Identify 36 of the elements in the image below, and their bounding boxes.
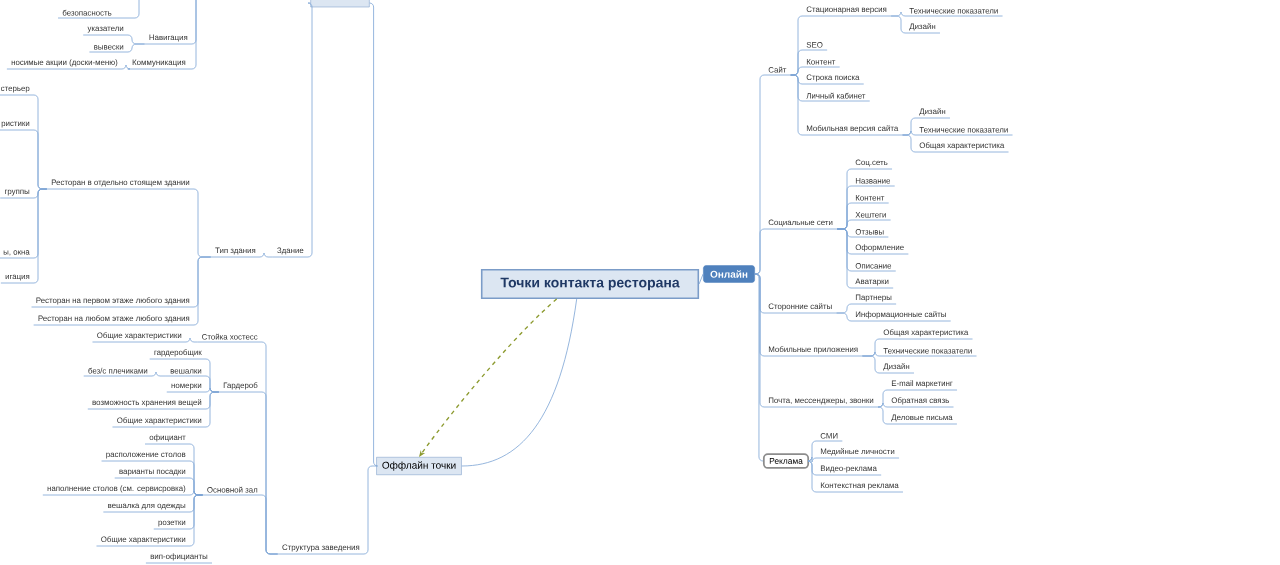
branch-line xyxy=(807,456,817,463)
topic-box: Точки контакта ресторана xyxy=(480,268,700,300)
topic-box: Онлайн xyxy=(703,265,755,283)
arrow xyxy=(419,298,558,457)
topic-box: Оффлайн точки xyxy=(376,457,462,475)
branch-line xyxy=(189,0,197,70)
branch-line xyxy=(836,312,852,322)
branch-line xyxy=(189,494,204,547)
topic-box: Реклама xyxy=(762,453,810,469)
branch-line xyxy=(33,188,48,284)
branch-line xyxy=(185,337,198,343)
branch-line xyxy=(151,371,167,377)
branch-line xyxy=(861,355,880,374)
branch-line xyxy=(193,256,212,326)
branch-line xyxy=(698,273,704,285)
branch-line xyxy=(754,273,764,462)
branch-line xyxy=(807,460,817,493)
branch-line xyxy=(115,0,140,19)
branch-line xyxy=(363,465,377,555)
branch-line xyxy=(259,252,274,258)
branch-line xyxy=(754,273,765,408)
branch-line xyxy=(902,134,916,153)
branch-line xyxy=(877,406,888,425)
branch-line xyxy=(877,402,888,408)
branch-line xyxy=(461,298,578,467)
empty-box xyxy=(310,0,370,8)
branch-line xyxy=(890,15,906,34)
branch-line xyxy=(790,74,803,136)
branch-line xyxy=(127,43,145,53)
branch-line xyxy=(836,228,852,289)
branch-line xyxy=(754,228,765,275)
branch-line xyxy=(307,2,313,258)
branch-line xyxy=(261,494,279,555)
branch-line xyxy=(205,391,220,428)
branch-line xyxy=(369,2,378,467)
branch-line xyxy=(121,64,131,70)
